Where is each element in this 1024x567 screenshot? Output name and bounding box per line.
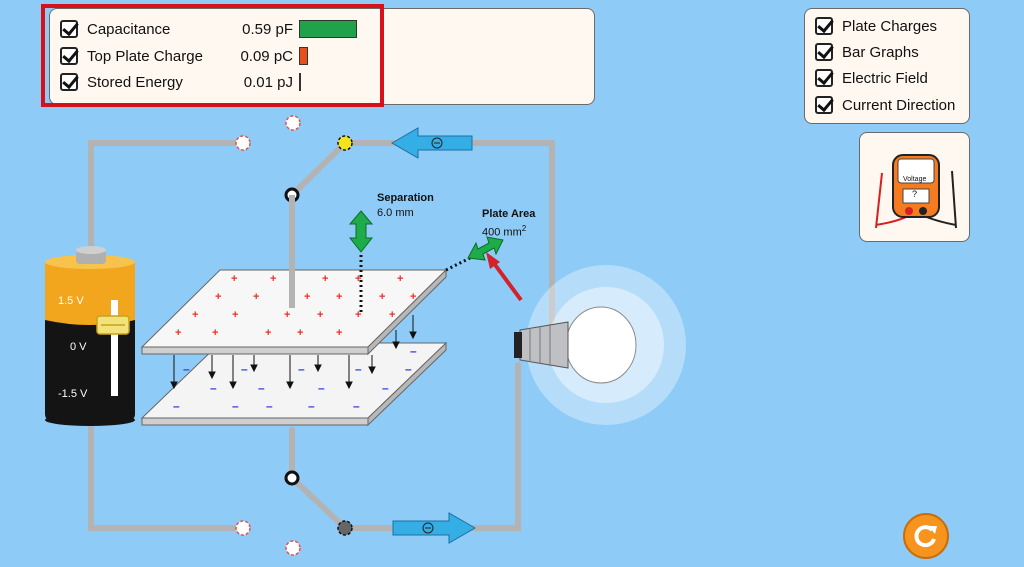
plate-charges-label: Plate Charges (842, 17, 938, 35)
svg-text:+: + (192, 309, 198, 321)
svg-text:+: + (379, 291, 385, 303)
svg-text:+: + (212, 327, 218, 339)
meter-row-top-plate-charge[interactable]: Top Plate Charge 0.09 pC (60, 44, 308, 68)
svg-text:+: + (265, 327, 271, 339)
svg-text:–: – (241, 362, 248, 376)
current-direction-checkbox[interactable] (815, 96, 833, 114)
electric-field-label: Electric Field (842, 69, 928, 87)
svg-text:–: – (173, 399, 180, 413)
stored-energy-label: Stored Energy (87, 73, 183, 91)
capacitance-bar (299, 20, 357, 38)
top-plate-charge-checkbox[interactable] (60, 47, 78, 65)
svg-text:+: + (284, 309, 290, 321)
svg-text:+: + (317, 309, 323, 321)
separation-handle[interactable] (348, 210, 374, 253)
svg-text:–: – (210, 381, 217, 395)
plate-area-handle[interactable] (467, 236, 504, 261)
stored-energy-value: 0.01 pJ (243, 73, 293, 91)
svg-text:+: + (355, 309, 361, 321)
svg-text:+: + (231, 273, 237, 285)
svg-text:–: – (266, 399, 273, 413)
svg-text:+: + (253, 291, 259, 303)
voltmeter-icon[interactable] (860, 133, 969, 241)
top-plate (140, 268, 448, 356)
current-direction-label: Current Direction (842, 96, 956, 114)
svg-text:+: + (389, 309, 395, 321)
svg-text:+: + (270, 273, 276, 285)
bottom-switch[interactable] (289, 475, 348, 531)
svg-text:–: – (355, 362, 362, 376)
svg-text:–: – (405, 362, 412, 376)
bar-graphs-checkbox[interactable] (815, 43, 833, 61)
svg-text:+: + (232, 309, 238, 321)
svg-text:+: + (215, 291, 221, 303)
top-switch[interactable] (289, 140, 348, 198)
option-current-direction[interactable]: Current Direction (815, 93, 955, 117)
bottom-switch-handle[interactable] (337, 520, 353, 536)
svg-text:–: – (232, 399, 239, 413)
view-options-panel: Plate Charges Bar Graphs Electric Field … (804, 8, 970, 124)
capacitance-value: 0.59 pF (242, 20, 293, 38)
stored-energy-checkbox[interactable] (60, 73, 78, 91)
plate-charges-checkbox[interactable] (815, 17, 833, 35)
stored-energy-bar (299, 73, 301, 91)
option-bar-graphs[interactable]: Bar Graphs (815, 40, 919, 64)
current-arrow-top (390, 127, 473, 159)
meter-row-stored-energy[interactable]: Stored Energy 0.01 pJ (60, 70, 301, 94)
option-plate-charges[interactable]: Plate Charges (815, 14, 937, 38)
svg-text:+: + (297, 327, 303, 339)
top-plate-charges: + + + + + + + + + + + + + + + + + + + + + + (175, 273, 416, 339)
plate-area-unit-exponent: 2 (521, 224, 527, 233)
light-bulb (514, 265, 686, 425)
electric-field-lines (170, 315, 417, 390)
capacitance-meter-panel: Capacitance 0.59 pF Top Plate Charge 0.0… (49, 8, 595, 105)
plate-area-title: Plate Area (482, 208, 536, 220)
red-pointer-arrow (486, 252, 523, 302)
top-plate-charge-label: Top Plate Charge (87, 47, 203, 65)
voltmeter-label: Voltage (903, 176, 927, 183)
svg-text:+: + (322, 273, 328, 285)
svg-text:–: – (298, 362, 305, 376)
svg-text:+: + (304, 291, 310, 303)
capacitance-checkbox[interactable] (60, 20, 78, 38)
plate-area-value-wrap: 400 mm2 (482, 224, 526, 239)
svg-text:–: – (410, 344, 417, 358)
svg-text:–: – (318, 381, 325, 395)
electric-field-checkbox[interactable] (815, 69, 833, 87)
svg-text:+: + (336, 291, 342, 303)
svg-text:–: – (183, 362, 190, 376)
bottom-plate-charges: ––– ––– ––– ––– ––– (173, 344, 417, 413)
svg-text:–: – (353, 399, 360, 413)
separation-title: Separation (377, 192, 434, 204)
option-electric-field[interactable]: Electric Field (815, 66, 928, 90)
separation-value: 6.0 mm (377, 207, 414, 219)
svg-text:–: – (308, 399, 315, 413)
voltmeter-toolbox[interactable]: Voltage ? (859, 132, 970, 242)
battery-tick-low: -1.5 V (58, 388, 88, 400)
svg-text:+: + (355, 273, 361, 285)
meter-row-capacitance[interactable]: Capacitance 0.59 pF (60, 17, 357, 41)
meter-highlight-box (41, 4, 384, 107)
battery-tick-zero: 0 V (70, 341, 87, 353)
plate-area-value: 400 mm (482, 226, 522, 239)
capacitance-label: Capacitance (87, 20, 171, 38)
voltmeter-reading: ? (912, 189, 918, 199)
top-switch-handle[interactable] (337, 135, 353, 151)
top-plate-charge-value: 0.09 pC (240, 47, 293, 65)
current-arrow-bottom (392, 512, 477, 544)
reset-button[interactable] (903, 513, 949, 559)
reset-icon (914, 525, 937, 548)
svg-text:–: – (382, 381, 389, 395)
top-plate-charge-bar (299, 47, 308, 65)
battery-tick-high: 1.5 V (58, 295, 84, 307)
svg-text:+: + (410, 291, 416, 303)
bar-graphs-label: Bar Graphs (842, 43, 919, 61)
svg-text:–: – (258, 381, 265, 395)
svg-text:+: + (336, 327, 342, 339)
bottom-plate (140, 341, 448, 427)
svg-text:+: + (175, 327, 181, 339)
battery (45, 246, 135, 426)
svg-text:+: + (397, 273, 403, 285)
